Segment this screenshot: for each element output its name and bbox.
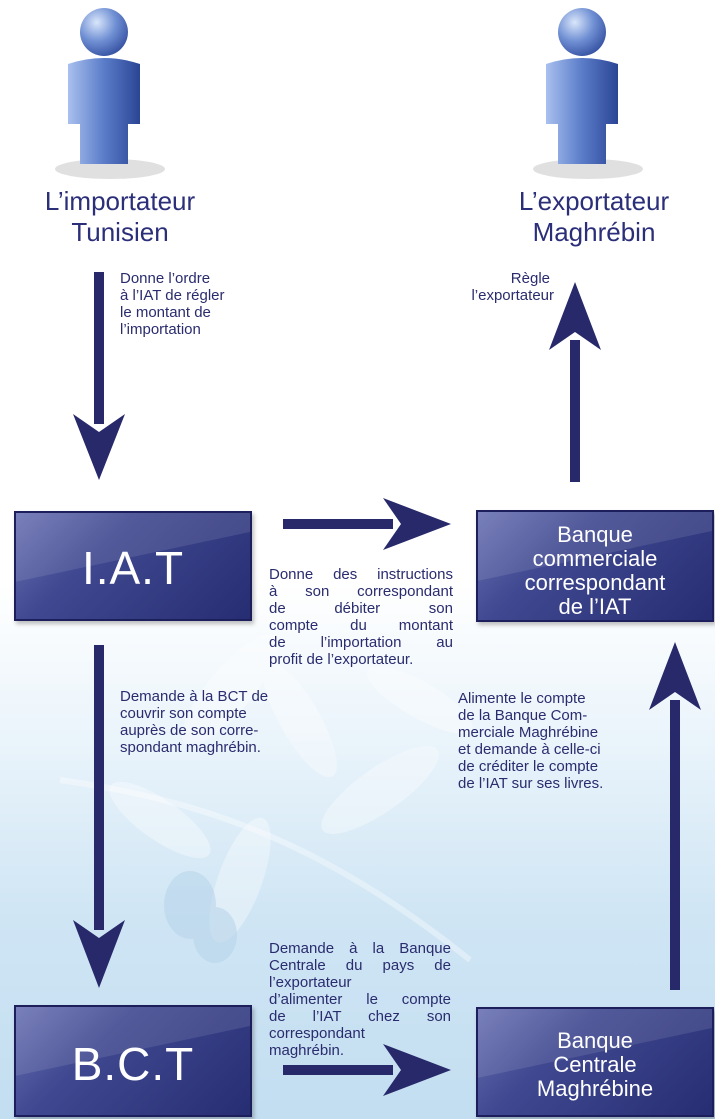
person-icon xyxy=(533,8,643,179)
step-line: le montant de xyxy=(120,304,211,321)
arrow-up-icon xyxy=(649,642,701,990)
step-line: maghrébin. xyxy=(269,1042,345,1059)
step-iat-to-bank: Donne des instructions à son corresponda… xyxy=(269,566,453,668)
commercial-bank-box: Banque commerciale correspondant de l’IA… xyxy=(476,510,714,622)
commercial-bank-line: correspondant xyxy=(524,570,666,595)
step-line: l’importation xyxy=(120,321,201,338)
step-line: Demande à la BCT de xyxy=(120,688,269,705)
step-line: Centrale du pays de xyxy=(269,957,451,974)
bct-box: B.C.T xyxy=(14,1005,252,1117)
importer-label: L’importateur Tunisien xyxy=(0,186,240,248)
arrow-right-icon xyxy=(283,498,451,550)
central-bank-line: Centrale xyxy=(553,1052,637,1077)
step-line: merciale Maghrébine xyxy=(458,724,599,741)
step-line: de créditer le compte xyxy=(458,758,599,775)
step-bct-to-central: Demande à la Banque Centrale du pays de … xyxy=(269,940,451,1059)
person-icon xyxy=(55,8,165,179)
commercial-bank-line: commerciale xyxy=(532,546,658,571)
step-line: de l’importation au xyxy=(269,634,453,651)
step-line: et demande à celle-ci xyxy=(458,741,601,758)
central-bank-label: Banque Centrale Maghrébine xyxy=(478,1029,712,1101)
exporter-label: L’exportateur Maghrébin xyxy=(474,186,714,248)
step-line: compte du montant xyxy=(269,617,453,634)
step-line: d’alimenter le compte xyxy=(269,991,451,1008)
commercial-bank-label: Banque commerciale correspondant de l’IA… xyxy=(478,523,712,619)
step-line: l’exportateur xyxy=(269,974,352,991)
bct-label: B.C.T xyxy=(71,1038,195,1090)
step-line: Donne l’ordre xyxy=(120,270,211,287)
step-line: correspondant xyxy=(269,1025,365,1042)
step-central-to-bank: Alimente le compte de la Banque Com- mer… xyxy=(458,690,603,792)
step-bank-to-exporter: Règle l’exportateur xyxy=(420,270,554,304)
step-line: Demande à la Banque xyxy=(269,940,451,957)
central-bank-line: Banque xyxy=(557,1028,633,1053)
arrow-up-icon xyxy=(549,282,601,482)
step-line: à l’IAT de régler xyxy=(120,287,225,304)
step-line: Donne des instructions xyxy=(269,566,453,583)
arrow-down-icon xyxy=(73,272,125,480)
step-line: l’exportateur xyxy=(471,287,554,304)
importer-line2: Tunisien xyxy=(71,217,169,247)
step-line: de l’IAT sur ses livres. xyxy=(458,775,604,792)
iat-box: I.A.T xyxy=(14,511,252,621)
step-line: auprès de son corre- xyxy=(120,722,259,739)
step-line: spondant maghrébin. xyxy=(120,739,261,756)
step-importer-to-iat: Donne l’ordre à l’IAT de régler le monta… xyxy=(120,270,225,338)
step-line: couvrir son compte xyxy=(120,705,247,722)
step-line: de débiter son xyxy=(269,600,453,617)
commercial-bank-line: de l’IAT xyxy=(558,594,632,619)
iat-label: I.A.T xyxy=(81,542,185,594)
importer-line1: L’importateur xyxy=(44,186,196,216)
arrow-right-icon xyxy=(283,1044,451,1096)
central-bank-line: Maghrébine xyxy=(536,1076,654,1101)
step-line: de l’IAT chez son xyxy=(269,1008,451,1025)
exporter-line1: L’exportateur xyxy=(518,186,670,216)
step-line: Alimente le compte xyxy=(458,690,586,707)
commercial-bank-line: Banque xyxy=(557,522,633,547)
step-iat-to-bct: Demande à la BCT de couvrir son compte a… xyxy=(120,688,268,756)
exporter-line2: Maghrébin xyxy=(532,217,656,247)
step-line: de la Banque Com- xyxy=(458,707,588,724)
step-line: profit de l’exportateur. xyxy=(269,651,414,668)
step-line: à son correspondant xyxy=(269,583,453,600)
arrow-down-icon xyxy=(73,645,125,988)
step-line: Règle xyxy=(510,270,550,287)
central-bank-box: Banque Centrale Maghrébine xyxy=(476,1007,714,1117)
